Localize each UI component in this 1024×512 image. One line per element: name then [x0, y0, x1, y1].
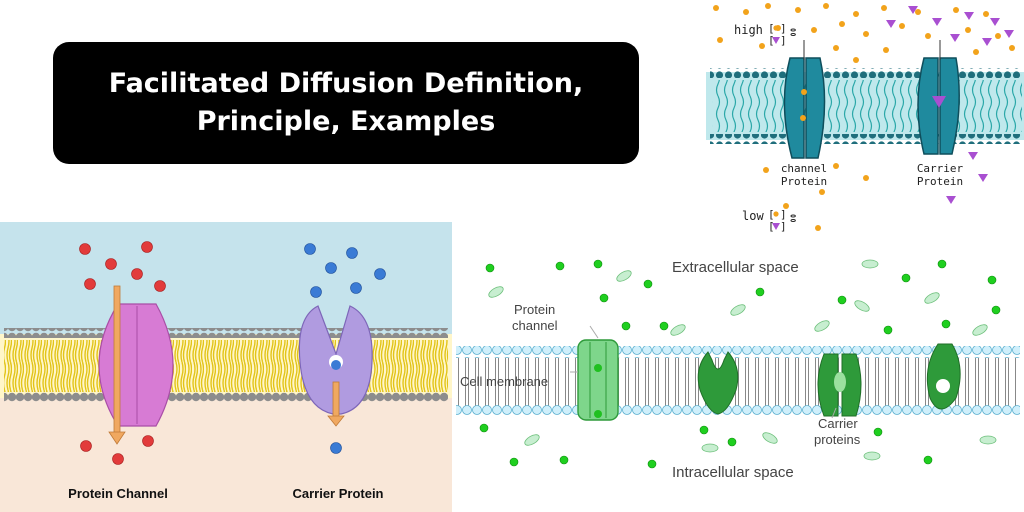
membrane-top-heads: [710, 68, 1022, 78]
svg-text:[: [: [768, 208, 775, 221]
high-bracket: [: [768, 22, 775, 35]
carrier-proteins-label-2: proteins: [814, 432, 861, 447]
pale-green-solutes: [488, 259, 997, 461]
label-carrier-protein: Carrier Protein: [292, 486, 383, 501]
extracellular-region: [0, 222, 452, 340]
red-molecules: [79, 241, 166, 465]
green-protein-channel: [577, 339, 619, 421]
blue-molecules: [304, 243, 386, 454]
svg-text:]: ]: [780, 220, 787, 233]
svg-text:]: ]: [780, 34, 787, 47]
membrane-tails: [712, 80, 1022, 132]
protein-channel-label-2: channel: [512, 318, 558, 333]
cell-membrane-label: Cell membrane: [460, 374, 548, 389]
carrier-bound-molecule: [331, 360, 341, 370]
green-carrier-protein-2: [817, 353, 862, 417]
title-line-2: Principle, Examples: [196, 106, 496, 137]
protein-channel-label-1: Protein: [514, 302, 555, 317]
carrier-proteins-label-1: Carrier: [818, 416, 858, 431]
extracellular-space-label: Extracellular space: [672, 259, 799, 276]
channel-protein: [98, 303, 174, 427]
low-label: low: [742, 209, 764, 223]
channel-protein-label-1: channel: [781, 162, 827, 175]
svg-text:ⵓ: ⵓ: [790, 214, 796, 225]
svg-text:[: [: [768, 220, 775, 233]
teal-channel-protein: [783, 57, 826, 159]
green-carrier-protein-1: [697, 351, 739, 415]
channel-arrow: [113, 285, 121, 435]
intracellular-region: [0, 392, 452, 512]
top-right-diagram: high [ ] [ ] ⵓ low [ ] [ ] ⵓ channel Pro…: [706, 3, 1024, 233]
carrier-protein-label-2: Protein: [917, 175, 963, 188]
green-carrier-protein-3: [926, 343, 961, 410]
title-line-1: Facilitated Diffusion Definition,: [108, 68, 584, 99]
membrane-bottom-heads: [710, 134, 1022, 144]
svg-text:[: [: [768, 34, 775, 47]
green-solutes: [479, 259, 1001, 469]
bilayer-tails: [4, 340, 448, 392]
carrier-arrow: [332, 381, 340, 419]
bilayer-bottom-heads: [4, 392, 448, 402]
title-box: Facilitated Diffusion Definition, Princi…: [53, 42, 639, 164]
bottom-right-diagram: Extracellular space Intracellular space …: [456, 259, 1020, 481]
svg-text:]: ]: [780, 208, 787, 221]
carrier-protein-label-1: Carrier: [917, 162, 964, 175]
purple-solutes: [886, 6, 1014, 204]
teal-carrier-protein: [917, 57, 960, 155]
intracellular-space-label: Intracellular space: [672, 464, 794, 481]
svg-text:ⵓ: ⵓ: [790, 28, 796, 39]
svg-text:]: ]: [780, 22, 787, 35]
high-label: high: [734, 23, 763, 37]
label-protein-channel: Protein Channel: [68, 486, 168, 501]
bilayer-top-heads: [4, 328, 448, 338]
orange-solutes: [713, 3, 1015, 231]
left-panel-diagram: Protein Channel Carrier Protein: [0, 222, 452, 512]
channel-protein-label-2: Protein: [781, 175, 827, 188]
